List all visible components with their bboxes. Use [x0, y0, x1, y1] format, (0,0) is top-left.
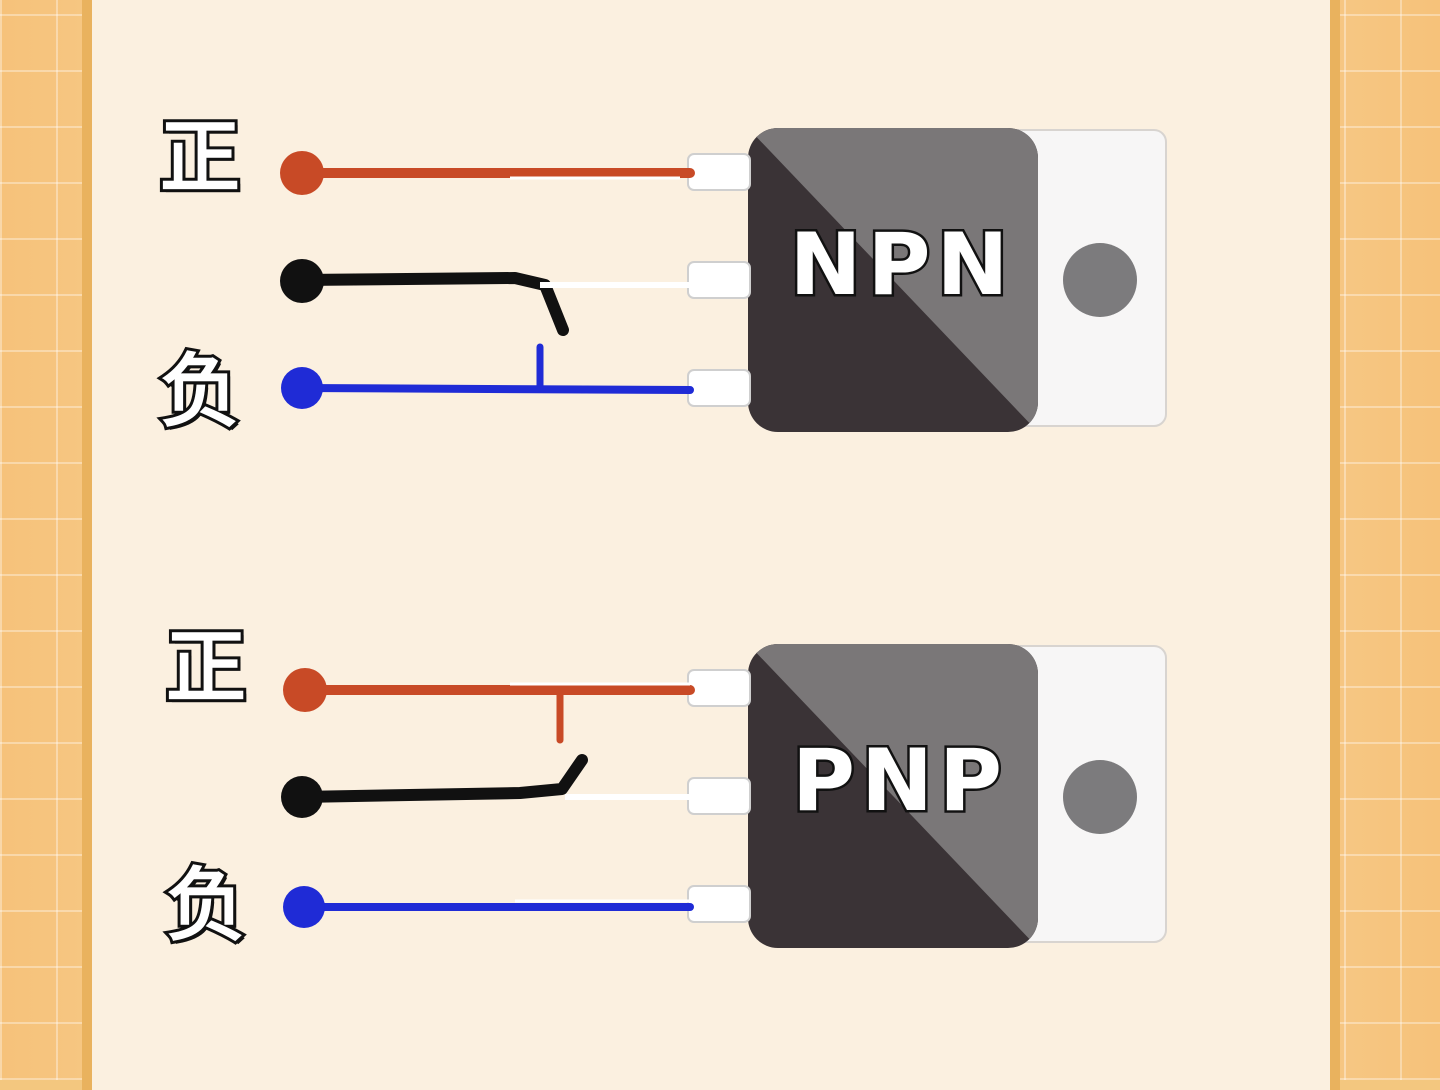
npn-negative-wire: [281, 343, 694, 409]
npn-collector-wire: [280, 259, 690, 336]
pnp-negative-label: 负: [163, 859, 249, 952]
npn-positive-label: 正: [157, 111, 243, 204]
npn-chip-label: NPN: [790, 215, 1015, 315]
pnp-group: PNP: [281, 644, 1167, 948]
pnp-chip-label: PNP: [792, 731, 1008, 831]
npn-positive-wire: [280, 151, 695, 195]
pnp-lead-2: [687, 777, 751, 815]
pnp-positive-label: 正: [163, 621, 249, 714]
pnp-lead-1: [687, 669, 751, 707]
pnp-negative-wire: [283, 886, 694, 928]
pnp-positive-wire: [283, 668, 695, 744]
pnp-collector-wire: [281, 754, 690, 818]
npn-group: NPN: [280, 128, 1167, 432]
pnp-lead-3: [687, 885, 751, 923]
pnp-chip-body: [748, 644, 1038, 948]
npn-lead-2: [687, 261, 751, 299]
npn-chip-body: [748, 128, 1038, 432]
npn-tab-hole: [1063, 243, 1137, 317]
npn-negative-label: 负: [157, 345, 243, 438]
npn-lead-3: [687, 369, 751, 407]
npn-lead-1: [687, 153, 751, 191]
pnp-tab-hole: [1063, 760, 1137, 834]
